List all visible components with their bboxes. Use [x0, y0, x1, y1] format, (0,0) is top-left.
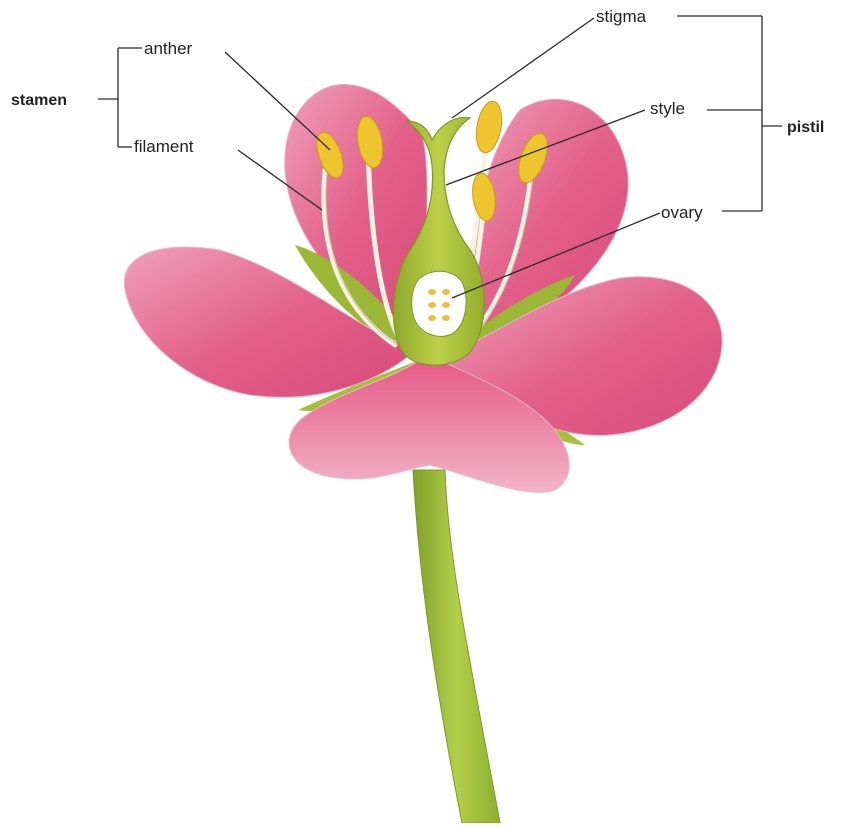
- anther-label: anther: [144, 39, 193, 58]
- ovary-cavity: [412, 271, 466, 336]
- style-label: style: [650, 99, 685, 118]
- pistil-label: pistil: [787, 119, 824, 136]
- filament-label: filament: [134, 137, 194, 156]
- stem: [413, 470, 500, 823]
- pistil-bracket: [677, 16, 782, 211]
- stamen-bracket: [98, 48, 142, 147]
- stigma-label: stigma: [596, 7, 647, 26]
- ovary-label: ovary: [661, 203, 703, 222]
- stamen-label: stamen: [11, 92, 67, 109]
